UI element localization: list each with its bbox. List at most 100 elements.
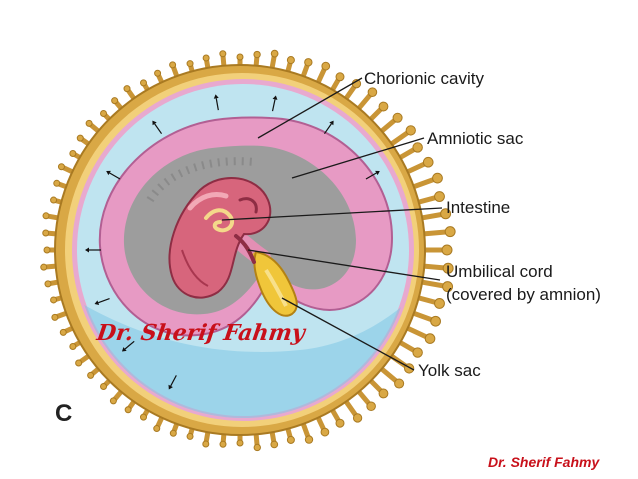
villus-tip [69, 343, 77, 350]
villus-tip [253, 50, 261, 59]
arrow-shaft [323, 123, 332, 135]
villus-tip [394, 378, 405, 389]
villus-tip [442, 262, 454, 274]
arrow-head [152, 120, 157, 126]
villus-tip [42, 212, 50, 220]
villus-tip [434, 191, 445, 202]
villus-tip [153, 425, 161, 433]
villus-tip [236, 439, 244, 447]
villus-tip [75, 359, 83, 367]
villus-tip [352, 413, 363, 423]
arrow-head [329, 120, 334, 126]
villus-tip [43, 246, 51, 254]
villus-tip [140, 79, 147, 87]
arrow-head [121, 347, 127, 352]
label-amniotic-sac: Amniotic sac [427, 129, 524, 148]
villus-tip [367, 87, 378, 97]
villus-tip [320, 427, 330, 437]
villus-tip [123, 85, 131, 93]
villus-tip [236, 53, 244, 61]
villus-tip [111, 97, 119, 105]
villus-tip [124, 406, 132, 414]
villus-tip [42, 229, 50, 237]
villus-tip [392, 112, 403, 123]
villus-tip [432, 172, 443, 184]
villus-tip [442, 281, 454, 293]
arrow-shaft [170, 375, 177, 387]
villus-tip [50, 296, 58, 304]
villus-tip [304, 435, 314, 444]
leader-intestine [221, 207, 443, 221]
villus-tip [57, 163, 65, 171]
villus-tip [53, 179, 61, 187]
villus-tip [335, 418, 345, 428]
villus-tip [87, 371, 95, 379]
villus-tip [169, 61, 177, 69]
arrow-shaft [271, 99, 276, 112]
yolk-sac-highlight [264, 268, 288, 307]
villus-tip [169, 429, 177, 437]
villus-tip [69, 150, 77, 157]
villus-tip [270, 49, 279, 58]
amniotic-cavity-shading [146, 157, 256, 203]
label-intestine: Intestine [446, 198, 511, 217]
watermark: Dr. Sherif Fahmy [95, 320, 307, 346]
leader-yolk-sac [281, 297, 415, 371]
villus-tip [405, 125, 416, 136]
chorionic-villi [40, 49, 456, 452]
label-umbilical-cord-note: (covered by amnion) [446, 285, 601, 304]
villus-tip [304, 58, 313, 67]
villus-tip [202, 54, 210, 62]
villus-tip [154, 69, 162, 77]
arrow-head [85, 247, 89, 253]
villus-tip [40, 263, 48, 271]
villus-tip [270, 440, 279, 449]
villus-tip [430, 315, 441, 327]
arrow-shaft [109, 172, 121, 180]
villus-tip [59, 328, 67, 336]
villus-tip [444, 226, 456, 238]
villus-tip [366, 401, 376, 412]
intestine-loop [204, 208, 235, 233]
villus-tip [109, 397, 117, 405]
villus-tip [219, 440, 227, 448]
villus-tip [412, 142, 423, 153]
label-yolk-sac: Yolk sac [418, 361, 481, 380]
villus-tip [412, 347, 423, 358]
panel-letter: C [55, 400, 73, 427]
label-umbilical-cord: Umbilical cord [446, 262, 553, 281]
villus-tip [378, 101, 389, 112]
arrow-shaft [154, 123, 163, 135]
arrow-head [272, 95, 278, 100]
label-chorionic-cavity: Chorionic cavity [364, 69, 484, 88]
villus-tip [100, 110, 108, 118]
leader-umbilical-cord [247, 249, 441, 281]
credit: Dr. Sherif Fahmy [488, 454, 600, 470]
villus-tip [286, 435, 295, 444]
villus-tip [335, 72, 345, 82]
arrow-head [213, 94, 219, 99]
villus-tip [186, 60, 194, 68]
villus-tip [253, 443, 261, 452]
villus-tip [378, 388, 389, 399]
villus-tip [424, 333, 436, 344]
villus-tip [422, 156, 434, 168]
villus-tip [286, 56, 295, 65]
arrow-shaft [365, 172, 377, 180]
villus-tip [100, 382, 108, 390]
arrow-shaft [124, 340, 135, 350]
leader-chorionic-cavity [257, 77, 363, 139]
arrow-head [94, 300, 100, 306]
villus-tip [85, 119, 93, 127]
arrow-shaft [98, 298, 110, 304]
villus-tip [321, 61, 331, 71]
leader-amniotic-sac [291, 137, 425, 179]
villus-tip [202, 440, 210, 448]
villus-tip [44, 280, 52, 288]
villus-tip [440, 208, 452, 220]
villus-tip [441, 244, 453, 256]
villus-tip [76, 134, 84, 142]
villus-tip [50, 196, 58, 204]
arrow-shaft [215, 98, 219, 111]
